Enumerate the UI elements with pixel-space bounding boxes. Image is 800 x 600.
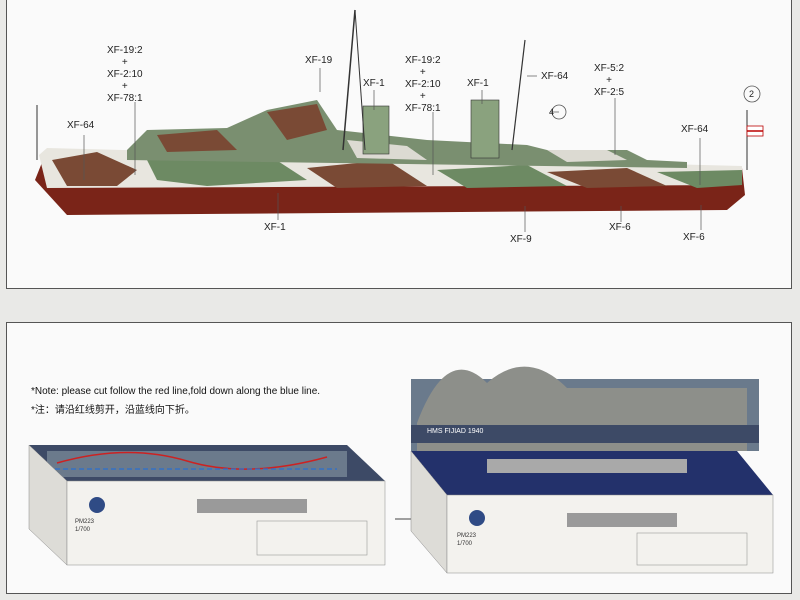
box-code-left: PM223	[75, 519, 95, 525]
box-diagrams	[28, 366, 774, 574]
box-title-label: HMS FIJIAD 1940	[427, 428, 484, 435]
callout-c12: XF-6	[609, 222, 631, 233]
callout-c13: XF-6	[683, 232, 705, 243]
callout-c3: XF-1	[363, 78, 385, 89]
callout-c1: XF-19:2+XF-2:10+XF-78:1	[107, 45, 143, 104]
callout-c8: XF-64	[681, 124, 709, 135]
ship-profile-drawing	[35, 9, 764, 232]
box-scale-right: 1/700	[457, 541, 473, 547]
marker-2: 2	[749, 89, 755, 99]
callout-c6: XF-64	[541, 71, 569, 82]
callout-c11: XF-9	[510, 234, 532, 245]
box-instructions-panel: *Note: please cut follow the red line,fo…	[6, 322, 792, 594]
box-after-fold	[410, 366, 774, 574]
callout-c10: XF-1	[264, 222, 286, 233]
marker-4: 4	[549, 107, 555, 117]
box-before-fold	[28, 444, 386, 566]
callout-c5: XF-1	[467, 78, 489, 89]
callout-c2: XF-19	[305, 55, 333, 66]
callout-c9: XF-64	[67, 120, 95, 131]
box-code-right: PM223	[457, 533, 477, 539]
callout-c4: XF-19:2+XF-2:10+XF-78:1	[405, 55, 441, 114]
box-scale-left: 1/700	[75, 527, 91, 533]
painting-guide-panel: XF-19:2+XF-2:10+XF-78:1 XF-19 XF-1 XF-19…	[6, 0, 792, 289]
callout-c7: XF-5:2+XF-2:5	[594, 63, 625, 98]
note-english: *Note: please cut follow the red line,fo…	[31, 386, 321, 397]
note-chinese: *注：请沿红线剪开，沿蓝线向下折。	[31, 405, 195, 416]
